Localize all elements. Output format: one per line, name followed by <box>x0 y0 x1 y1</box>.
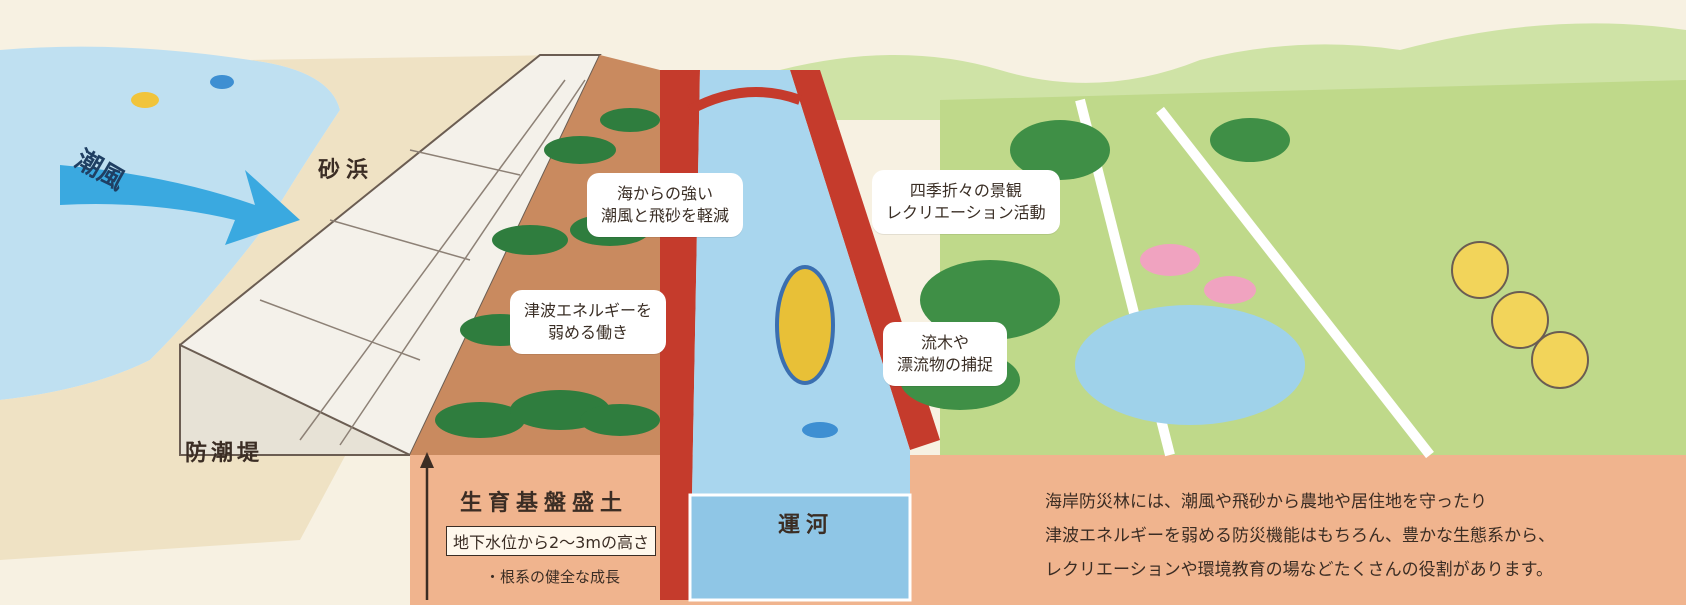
embankment-label: 防潮堤 <box>185 441 264 466</box>
pond <box>1075 305 1305 425</box>
groundwater-height-box: 地下水位から2〜3mの高さ <box>446 526 656 556</box>
fish-icon <box>210 75 234 89</box>
sea <box>0 46 340 401</box>
fish-icon <box>802 422 838 438</box>
bubble-wind-sand: 海からの強い 潮風と飛砂を軽減 <box>587 173 744 237</box>
canal-label: 運河 <box>778 513 835 538</box>
bubble-driftwood: 流木や 漂流物の捕捉 <box>883 322 1008 386</box>
boat-icon <box>775 265 835 385</box>
bubble-scenery: 四季折々の景観 レクリエーション活動 <box>872 170 1060 234</box>
growth-mound-label: 生育基盤盛土 <box>460 491 629 516</box>
root-growth-note: ・根系の健全な成長 <box>485 568 621 586</box>
fish-icon <box>131 92 159 108</box>
hay-bales <box>1451 241 1589 389</box>
description-caption: 海岸防災林には、潮風や飛砂から農地や居住地を守ったり 津波エネルギーを弱める防災… <box>1045 492 1555 580</box>
bridge <box>687 87 802 115</box>
wind-arrow-icon <box>60 165 300 245</box>
bubble-tsunami: 津波エネルギーを 弱める働き <box>510 290 667 354</box>
sand-beach-label: 砂浜 <box>318 158 375 183</box>
